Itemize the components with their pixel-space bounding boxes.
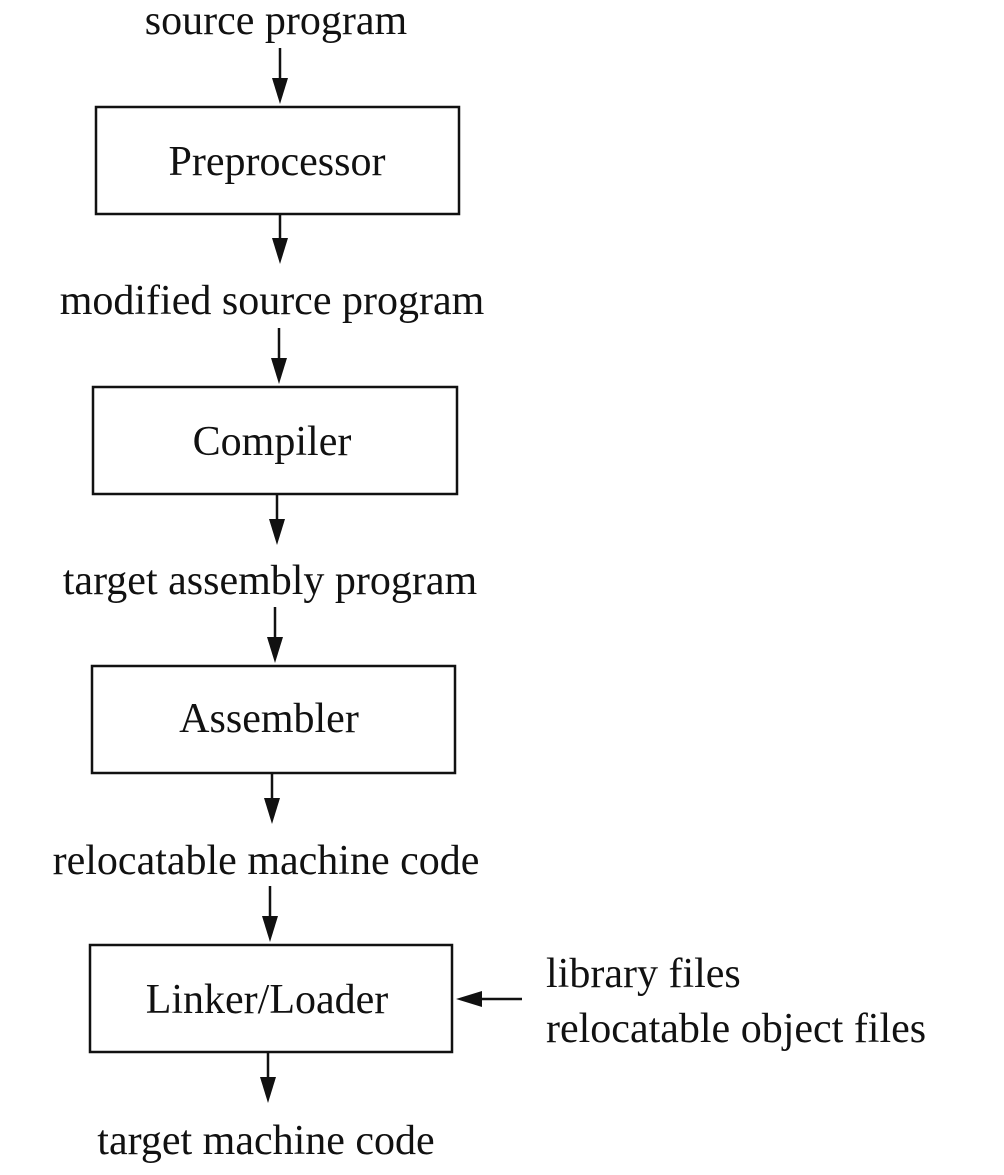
arrow-source-to-preprocessor — [272, 48, 288, 104]
label-relocatable-object-files: relocatable object files — [546, 1006, 926, 1052]
arrow-assembly-to-assembler — [267, 607, 283, 663]
arrow-compiler-to-assembly — [269, 494, 285, 545]
preprocessor-box: Preprocessor — [94, 105, 461, 216]
arrow-relocatable-to-linker — [262, 886, 278, 942]
arrow-assembler-to-relocatable — [264, 773, 280, 824]
arrow-side-inputs-to-linker — [456, 991, 522, 1007]
assembler-label: Assembler — [179, 696, 359, 742]
linker-loader-label: Linker/Loader — [146, 977, 389, 1023]
label-modified-source-program: modified source program — [60, 278, 485, 324]
arrow-modified-to-compiler — [271, 328, 287, 384]
compiler-box: Compiler — [91, 385, 459, 496]
assembler-box: Assembler — [90, 664, 457, 775]
label-target-machine-code: target machine code — [97, 1118, 434, 1164]
linker-loader-box: Linker/Loader — [88, 943, 454, 1054]
arrow-preprocessor-to-modified — [272, 214, 288, 264]
label-library-files: library files — [546, 951, 741, 997]
label-relocatable-machine-code: relocatable machine code — [53, 838, 480, 884]
label-target-assembly-program: target assembly program — [63, 558, 478, 604]
label-source-program: source program — [145, 0, 408, 44]
arrow-linker-to-target — [260, 1052, 276, 1103]
preprocessor-label: Preprocessor — [169, 139, 386, 185]
compiler-label: Compiler — [193, 419, 352, 465]
